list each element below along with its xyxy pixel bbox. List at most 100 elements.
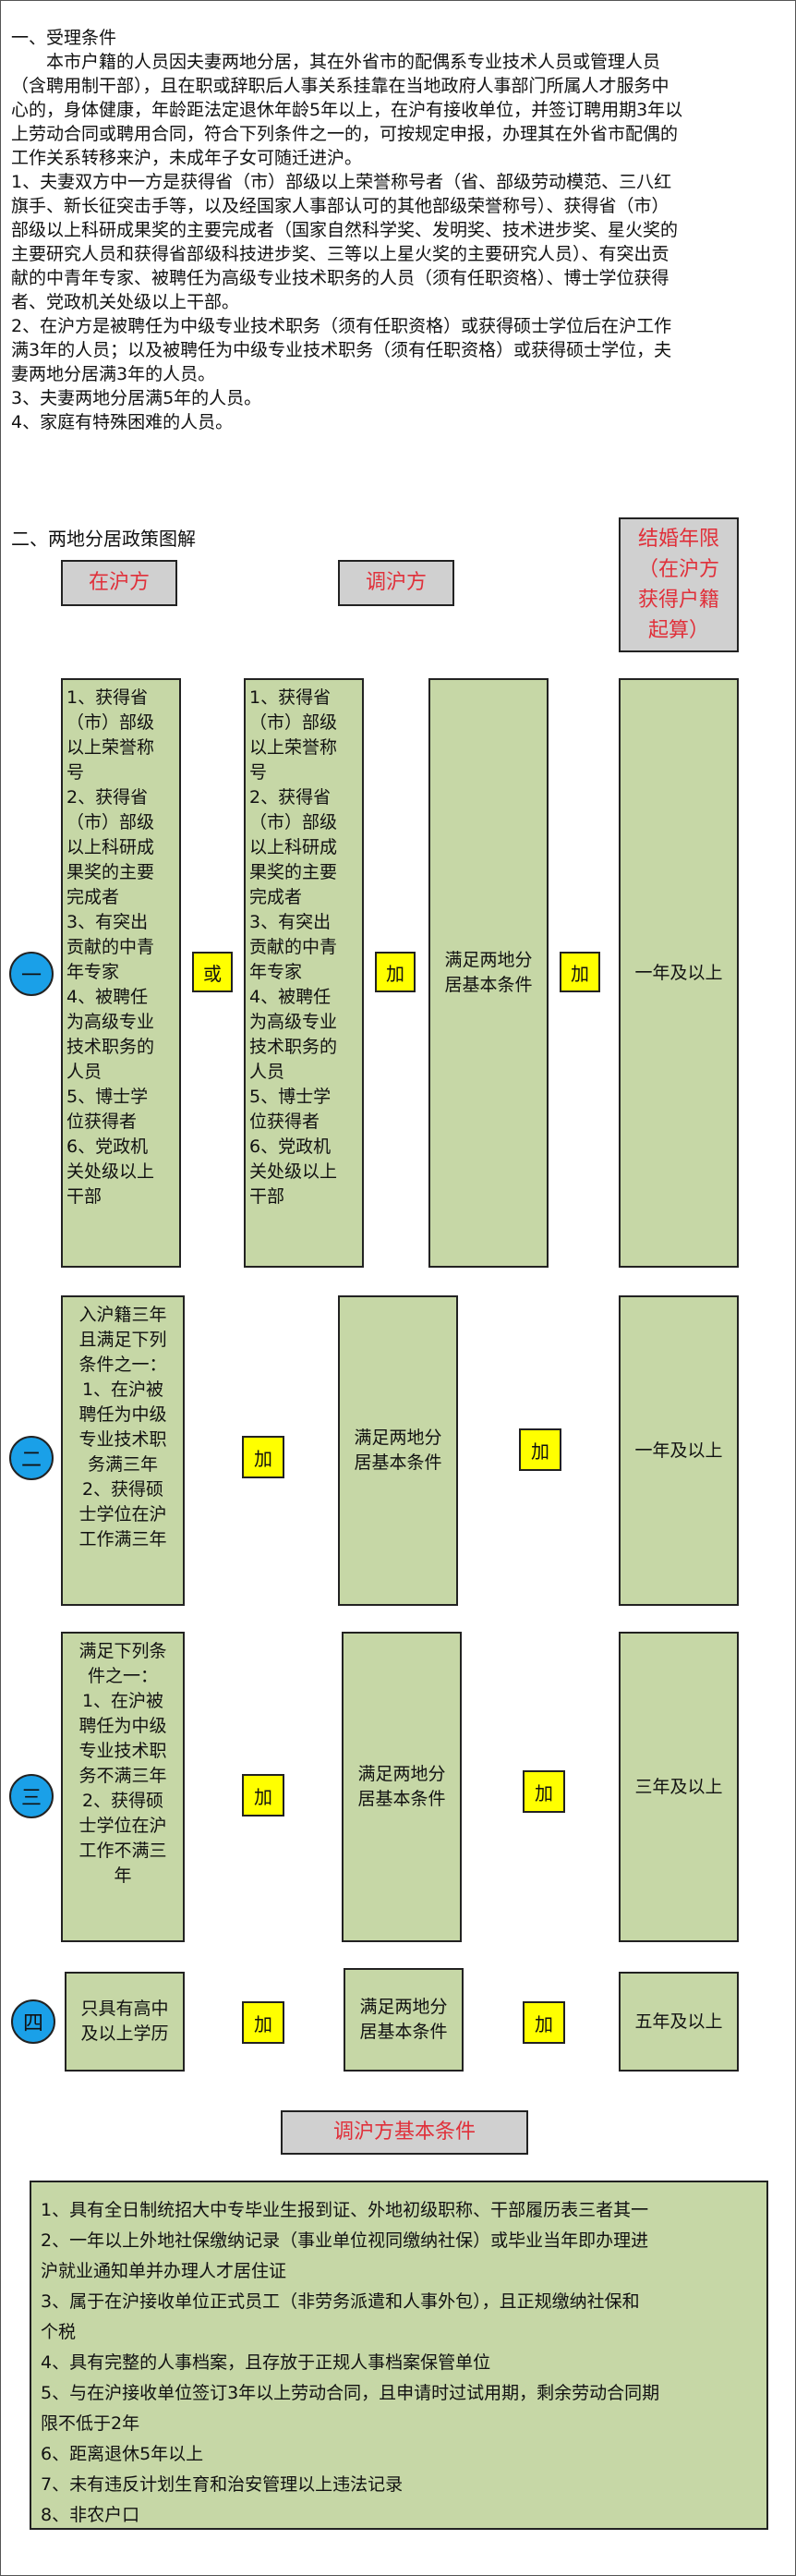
years-value: 五年及以上: [634, 2011, 723, 2032]
condition-line: 3、有突出: [249, 912, 332, 932]
condition-line: 技术职务的: [66, 1037, 155, 1057]
row1-marriage-years: 一年及以上: [619, 678, 739, 1268]
condition-line: 入沪籍三年: [78, 1305, 167, 1325]
condition-line: 号: [249, 762, 268, 783]
condition-line: 满足两地分: [354, 1428, 442, 1448]
condition-line: 务满三年: [87, 1454, 158, 1475]
row4-zaihufang-conditions: 只具有高中 及以上学历: [65, 1972, 185, 2072]
condition-line: 关处级以上: [66, 1161, 155, 1182]
plus-connector: 加: [523, 1770, 565, 1813]
condition-line: 年: [114, 1865, 132, 1886]
row1-basic-condition: 满足两地分 居基本条件: [428, 678, 549, 1268]
basic-condition-line: 4、具有完整的人事档案，且存放于正规人事档案保管单位: [41, 2352, 491, 2373]
condition-line: 关处级以上: [249, 1161, 338, 1182]
item-line: 妻两地分居满3年的人员。: [11, 364, 216, 384]
condition-line: 1、在沪被: [81, 1379, 164, 1400]
condition-line: 技术职务的: [249, 1037, 338, 1057]
header-marriage-years: 结婚年限 （在沪方 获得户籍 起算）: [619, 517, 739, 652]
header-diaohufang: 调沪方: [338, 560, 454, 606]
condition-line: 以上科研成: [66, 837, 155, 857]
condition-line: 工作不满三: [78, 1841, 167, 1861]
condition-line: 干部: [249, 1186, 285, 1207]
condition-line: 居基本条件: [359, 2022, 448, 2042]
condition-line: 以上荣誉称: [66, 737, 155, 758]
plus-connector: 加: [560, 952, 600, 992]
row2-marriage-years: 一年及以上: [619, 1295, 739, 1606]
row4-basic-condition: 满足两地分 居基本条件: [344, 1968, 464, 2072]
condition-line: 条件之一：: [78, 1355, 167, 1375]
condition-line: 务不满三年: [78, 1766, 167, 1786]
condition-line: 人员: [66, 1062, 103, 1082]
condition-line: 号: [66, 762, 85, 783]
basic-condition-line: 5、与在沪接收单位签订3年以上劳动合同，且申请时过试用期，剩余劳动合同期: [41, 2383, 660, 2403]
condition-line: 完成者: [249, 887, 303, 907]
years-value: 一年及以上: [634, 1440, 723, 1461]
condition-line: 为高级专业: [66, 1012, 155, 1032]
condition-line: 聘任为中级: [78, 1404, 167, 1425]
condition-line: 干部: [66, 1186, 103, 1207]
condition-line: 4、被聘任: [249, 987, 332, 1007]
basic-condition-line: 沪就业通知单并办理人才居住证: [41, 2261, 287, 2281]
item-line: 2、在沪方是被聘任为中级专业技术职务（须有任职资格）或获得硕士学位后在沪工作: [11, 316, 672, 336]
item-line: 献的中青年专家、被聘任为高级专业技术职务的人员（须有任职资格）、博士学位获得: [11, 268, 669, 288]
row3-marriage-years: 三年及以上: [619, 1632, 739, 1942]
condition-line: 满足下列条: [78, 1641, 167, 1661]
header-diaohufang-label: 调沪方: [365, 571, 427, 594]
condition-line: 居基本条件: [354, 1452, 442, 1473]
condition-line: 6、党政机: [249, 1136, 332, 1157]
condition-line: 居基本条件: [444, 975, 533, 995]
condition-line: 2、获得省: [249, 787, 332, 808]
row-number-badge: 三: [9, 1774, 54, 1818]
condition-line: （市）部级: [66, 812, 155, 832]
header-marriage-line: 获得户籍: [637, 589, 719, 612]
condition-line: 专业技术职: [78, 1429, 167, 1450]
plus-connector: 加: [519, 1428, 561, 1471]
basic-conditions-title: 调沪方基本条件: [281, 2110, 528, 2155]
condition-line: 以上荣誉称: [249, 737, 338, 758]
header-marriage-line: 起算）: [647, 619, 709, 642]
condition-line: 且满足下列: [78, 1330, 167, 1350]
condition-line: 专业技术职: [78, 1741, 167, 1761]
row3-zaihufang-conditions: 满足下列条 件之一： 1、在沪被 聘任为中级 专业技术职 务不满三年 2、获得硕…: [61, 1632, 185, 1942]
condition-line: 5、博士学: [249, 1087, 332, 1107]
basic-condition-text: 满足两地分 居基本条件: [354, 1426, 441, 1476]
intro-line: 本市户籍的人员因夫妻两地分居，其在外省市的配偶系专业技术人员或管理人员: [46, 52, 661, 72]
section1-intro: 本市户籍的人员因夫妻两地分居，其在外省市的配偶系专业技术人员或管理人员 （含聘用…: [11, 50, 783, 170]
condition-line: 士学位在沪: [78, 1816, 167, 1836]
condition-line: 贡献的中青: [66, 937, 155, 957]
basic-condition-line: 个税: [41, 2322, 77, 2342]
condition-line: 工作满三年: [78, 1529, 167, 1549]
basic-condition-text: 满足两地分 居基本条件: [444, 948, 532, 998]
item-line: 主要研究人员和获得省部级科技进步奖、三等以上星火奖的主要研究人员）、有突出贡: [11, 244, 669, 264]
years-value: 一年及以上: [634, 962, 723, 983]
header-zaihufang: 在沪方: [61, 560, 177, 606]
condition-line: 1、获得省: [249, 687, 332, 708]
intro-line: 工作关系转移来沪，未成年子女可随迁进沪。: [11, 148, 363, 168]
item-line: 旗手、新长征突击手等，以及经国家人事部认可的其他部级荣誉称号）、获得省（市）: [11, 196, 669, 216]
condition-line: 2、获得硕: [81, 1479, 164, 1500]
condition-line: 士学位在沪: [78, 1504, 167, 1525]
header-marriage-line: （在沪方: [637, 558, 719, 581]
condition-line: 果奖的主要: [249, 862, 338, 882]
basic-conditions-title-text: 调沪方基本条件: [332, 2120, 476, 2144]
condition-line: 年专家: [66, 962, 120, 982]
item-line: 4、家庭有特殊困难的人员。: [11, 412, 234, 432]
condition-line: 5、博士学: [66, 1087, 149, 1107]
basic-condition-line: 2、一年以上外地社保缴纳记录（事业单位视同缴纳社保）或毕业当年即办理进: [41, 2230, 649, 2251]
condition-text: 只具有高中 及以上学历: [80, 1997, 168, 2047]
condition-line: （市）部级: [249, 812, 338, 832]
row2-zaihufang-conditions: 入沪籍三年 且满足下列 条件之一： 1、在沪被 聘任为中级 专业技术职 务满三年…: [61, 1295, 185, 1606]
row2-basic-condition: 满足两地分 居基本条件: [338, 1295, 458, 1606]
condition-line: 2、获得硕: [81, 1791, 164, 1811]
condition-line: 满足两地分: [357, 1764, 446, 1784]
condition-line: 贡献的中青: [249, 937, 338, 957]
condition-line: 满足两地分: [444, 950, 533, 970]
row3-basic-condition: 满足两地分 居基本条件: [342, 1632, 462, 1942]
header-marriage-line: 结婚年限: [637, 528, 719, 551]
condition-line: 4、被聘任: [66, 987, 149, 1007]
item-line: 满3年的人员；以及被聘任为中级专业技术职务（须有任职资格）或获得硕士学位，夫: [11, 340, 672, 360]
basic-conditions-list: 1、具有全日制统招大中专毕业生报到证、外地初级职称、干部履历表三者其一 2、一年…: [30, 2181, 768, 2530]
plus-connector: 加: [242, 1774, 284, 1817]
intro-line: 上劳动合同或聘用合同，符合下列条件之一的，可按规定申报，办理其在外省市配偶的: [11, 124, 679, 144]
condition-line: 为高级专业: [249, 1012, 338, 1032]
